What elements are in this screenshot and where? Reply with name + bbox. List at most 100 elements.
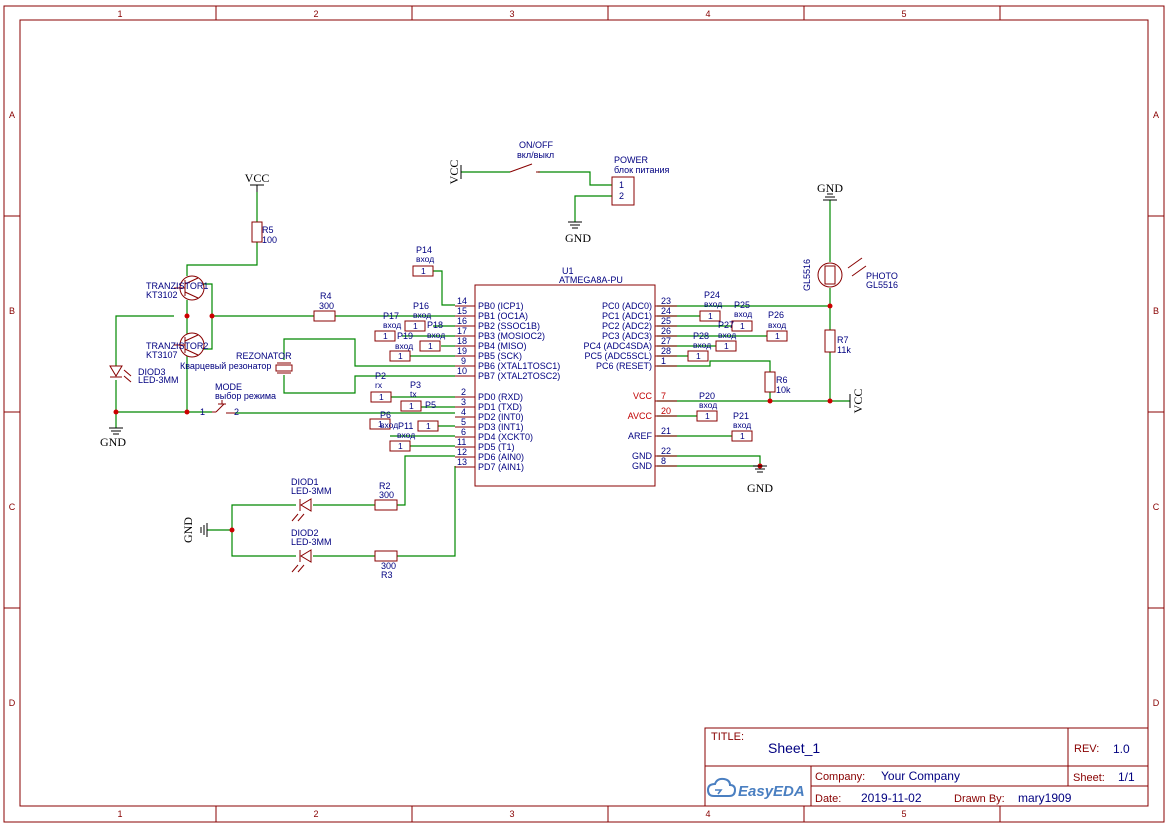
pin-label: 1 [696,351,701,361]
gnd-label: GND [565,231,591,245]
header-value: rx [375,380,383,390]
sheet-title: Sheet_1 [768,740,820,756]
gnd-label: GND [181,517,195,543]
pin-number: 11 [457,437,466,447]
pin-name: PD6 (AIN0) [478,452,524,462]
pin-name: PB1 (OC1A) [478,311,528,321]
vcc-label: VCC [245,171,270,185]
pin-number: 27 [661,336,671,346]
pin-name: PC0 (ADC0) [602,301,652,311]
diod3-value: LED-3MM [138,375,179,385]
pin-number: 2 [461,387,466,397]
pin-label: 1 [426,421,431,431]
pin-name: PC1 (ADC1) [602,311,652,321]
pin-number: 26 [661,326,671,336]
diod1-value: LED-3MM [291,486,332,496]
pin-name: GND [632,461,653,471]
header-value: вход [718,330,736,340]
resistor-r7: R7 11k [825,330,851,355]
vcc-label: VCC [447,160,461,185]
header-p3: P3 tx 1 [401,380,421,411]
pin-name: PB2 (SSOC1B) [478,321,540,331]
header-p26: P26 вход 1 [767,310,787,341]
pin-number: 3 [461,397,466,407]
col-label-5-bottom: 5 [901,809,906,819]
diod2-value: LED-3MM [291,537,332,547]
light-arrows-icon [292,514,304,521]
transistor-q1: TRANZISTOR1 KT3102 [146,276,208,300]
pin-number: 22 [661,446,671,456]
resistor-r5: R5 100 [252,222,277,245]
drawn-by-label: Drawn By: [954,793,1005,805]
pin-label: 1 [708,311,713,321]
power-ref: POWER [614,155,649,165]
gnd-symbol-switch: GND [565,222,591,245]
sheet-label: Sheet: [1073,772,1105,784]
pin-number: 4 [461,407,466,417]
header-p25: P25 вход 1 [732,300,752,331]
title-label: TITLE: [711,731,744,743]
pin-name: PB5 (SCK) [478,351,522,361]
header-value: вход [383,320,401,330]
pin-label: 1 [398,351,403,361]
xtal-value: Кварцевый резонатор [180,361,271,371]
row-label-a-right: A [1153,110,1159,120]
led-diod3: DIOD3 LED-3MM [110,366,179,385]
resistor-r3: 300 R3 [375,551,397,580]
col-label-1: 1 [117,9,122,19]
col-label-1-bottom: 1 [117,809,122,819]
header-p24: P24 вход 1 [700,290,722,321]
header-value: вход [395,341,413,351]
resistor-r4: R4 300 [314,291,335,321]
r6-ref: R6 [776,375,788,385]
easyeda-brand: EasyEDA [738,783,805,800]
pin-name: PB0 (ICP1) [478,301,524,311]
r2-value: 300 [379,490,394,500]
power-pin2: 2 [619,191,624,201]
transistor-q2: TRANZISTOR2 KT3107 [146,333,208,360]
pin-name: PC6 (RESET) [596,361,652,371]
pin-number: 25 [661,316,671,326]
pin-number: 9 [461,356,466,366]
pin-number: 20 [661,406,671,416]
pin-name: PC4 (ADC4SDA) [583,341,652,351]
pin-number: 21 [661,426,671,436]
row-label-d-right: D [1153,698,1160,708]
switch-ref: ON/OFF [519,140,553,150]
company-value: Your Company [881,769,960,783]
resistor-r2: R2 300 [375,481,397,510]
easyeda-logo: EasyEDA [708,779,805,800]
led-diod2: DIOD2 LED-3MM [291,528,332,572]
pin-number: 24 [661,306,671,316]
header-value: вход [416,254,434,264]
pin-label: 1 [724,341,729,351]
row-label-b: B [9,306,15,316]
header-ref: P18 [427,320,443,330]
vcc-symbol-switch: VCC [447,160,461,185]
header-ref: P6 [380,410,391,420]
pin-name: PC2 (ADC2) [602,321,652,331]
pin-number: 16 [457,316,467,326]
row-label-d: D [9,698,16,708]
pin-number: 28 [661,346,671,356]
col-label-3-bottom: 3 [509,809,514,819]
pin-label: 1 [705,411,710,421]
pin-label: 1 [740,321,745,331]
drawn-by-value: mary1909 [1018,791,1072,805]
gnd-label: GND [817,181,843,195]
light-arrows-icon [124,370,131,382]
light-arrows-icon [292,565,304,572]
pin-name: PB7 (XTAL2TOSC2) [478,371,560,381]
pin-number: 14 [457,296,467,306]
photo-value: GL5516 [866,280,898,290]
header-ref: P27 [718,320,734,330]
xtal-ref: REZONATOR [236,351,292,361]
pin-label: 1 [383,331,388,341]
header-value: вход [397,430,415,440]
pin-name: VCC [633,391,653,401]
pin-name: PD0 (RXD) [478,392,523,402]
pin-name: GND [632,451,653,461]
header-ref: P19 [397,331,413,341]
photoresistor: PHOTO GL5516 GL5516 [802,258,898,291]
